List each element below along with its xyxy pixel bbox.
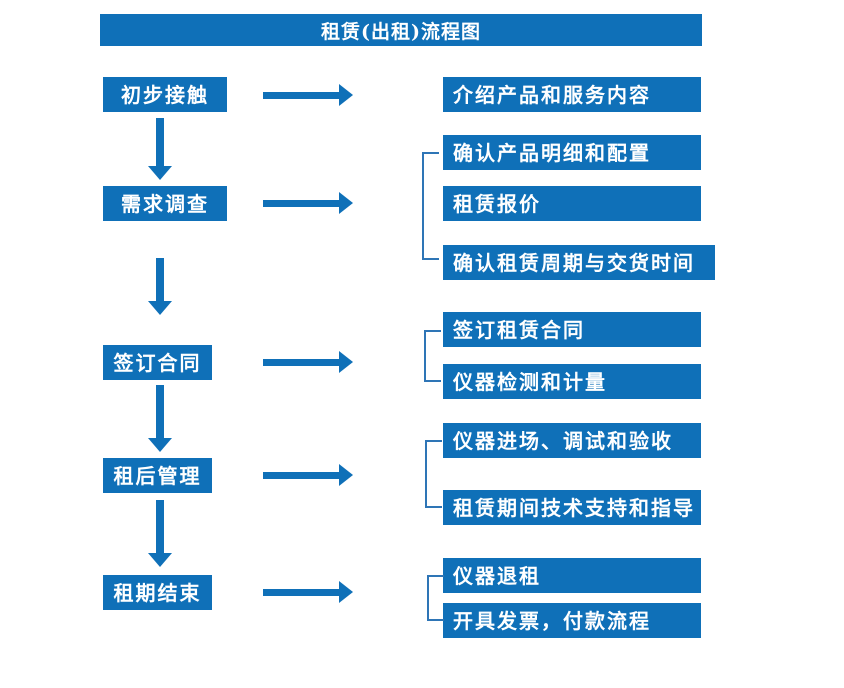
arrow-head xyxy=(148,301,172,315)
arrow-shaft xyxy=(263,92,341,99)
step-box-contract-signing: 签订合同 xyxy=(103,345,212,380)
detail-box-invoice-payment: 开具发票，付款流程 xyxy=(443,603,701,638)
detail-box-instrument-testing: 仪器检测和计量 xyxy=(443,364,701,399)
detail-box-introduce-products: 介绍产品和服务内容 xyxy=(443,77,701,112)
detail-box-instrument-arrival: 仪器进场、调试和验收 xyxy=(443,423,701,458)
step-box-initial-contact: 初步接触 xyxy=(103,77,227,112)
arrow-head xyxy=(148,166,172,180)
arrow-shaft xyxy=(263,472,341,479)
group-bracket-needs-survey xyxy=(422,152,439,260)
group-bracket-post-rental xyxy=(425,440,442,508)
arrow-right-icon-2 xyxy=(263,192,353,214)
arrow-shaft xyxy=(156,500,164,554)
arrow-head xyxy=(339,581,353,603)
arrow-down-icon-3 xyxy=(148,385,172,452)
detail-box-confirm-rental-period: 确认租赁周期与交货时间 xyxy=(443,245,715,280)
arrow-down-icon-1 xyxy=(148,118,172,180)
group-bracket-rental-end xyxy=(427,575,444,621)
arrow-head xyxy=(339,192,353,214)
arrow-shaft xyxy=(263,359,341,366)
detail-box-instrument-return: 仪器退租 xyxy=(443,558,701,593)
arrow-shaft xyxy=(263,589,341,596)
group-bracket-contract-signing xyxy=(424,330,441,382)
arrow-right-icon-3 xyxy=(263,351,353,373)
arrow-right-icon-5 xyxy=(263,581,353,603)
arrow-shaft xyxy=(263,200,341,207)
arrow-right-icon-4 xyxy=(263,464,353,486)
arrow-head xyxy=(339,464,353,486)
arrow-shaft xyxy=(156,385,164,439)
arrow-head xyxy=(148,438,172,452)
detail-box-technical-support: 租赁期间技术支持和指导 xyxy=(443,490,701,525)
step-box-needs-survey: 需求调查 xyxy=(103,186,227,221)
detail-box-sign-rental-contract: 签订租赁合同 xyxy=(443,312,701,347)
arrow-shaft xyxy=(156,118,164,167)
step-box-post-rental-management: 租后管理 xyxy=(103,458,212,493)
arrow-down-icon-2 xyxy=(148,258,172,315)
arrow-down-icon-4 xyxy=(148,500,172,567)
arrow-head xyxy=(148,553,172,567)
arrow-head xyxy=(339,351,353,373)
arrow-head xyxy=(339,84,353,106)
flowchart-title: 租赁(出租)流程图 xyxy=(100,14,702,46)
arrow-shaft xyxy=(156,258,164,302)
step-box-rental-end: 租期结束 xyxy=(103,575,212,610)
detail-box-confirm-product-details: 确认产品明细和配置 xyxy=(443,135,701,170)
detail-box-rental-quote: 租赁报价 xyxy=(443,186,701,221)
arrow-right-icon-1 xyxy=(263,84,353,106)
